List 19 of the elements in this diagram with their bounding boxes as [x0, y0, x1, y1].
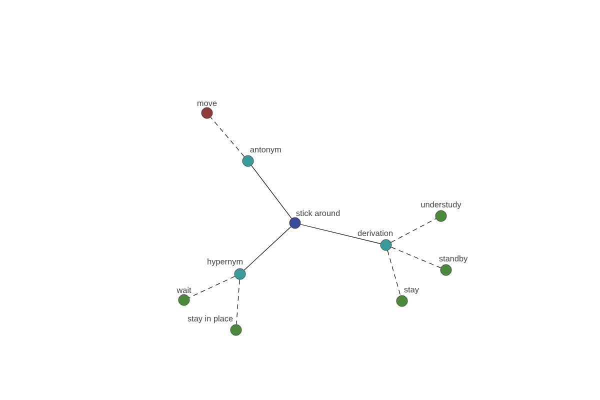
node-label: stay: [404, 287, 419, 294]
node-label: wait: [176, 287, 192, 294]
connector-line: [236, 279, 240, 325]
connector-line: [210, 117, 245, 157]
node-label: derivation: [358, 230, 393, 236]
node-label: stay in place: [188, 315, 233, 324]
node-label: move: [198, 102, 217, 106]
connector-line: [251, 165, 292, 219]
node-label: stick around: [296, 210, 340, 216]
connector-line: [300, 224, 381, 244]
connector-line: [244, 226, 292, 270]
connector-line: [391, 246, 441, 268]
connector-line: [387, 250, 401, 296]
node-label: antonym: [250, 147, 281, 154]
node-label: understudy: [421, 201, 462, 210]
node-label: standby: [439, 255, 468, 264]
node-label: hypernym: [208, 258, 242, 266]
connector-line: [188, 276, 236, 298]
connector-line: [390, 218, 436, 243]
